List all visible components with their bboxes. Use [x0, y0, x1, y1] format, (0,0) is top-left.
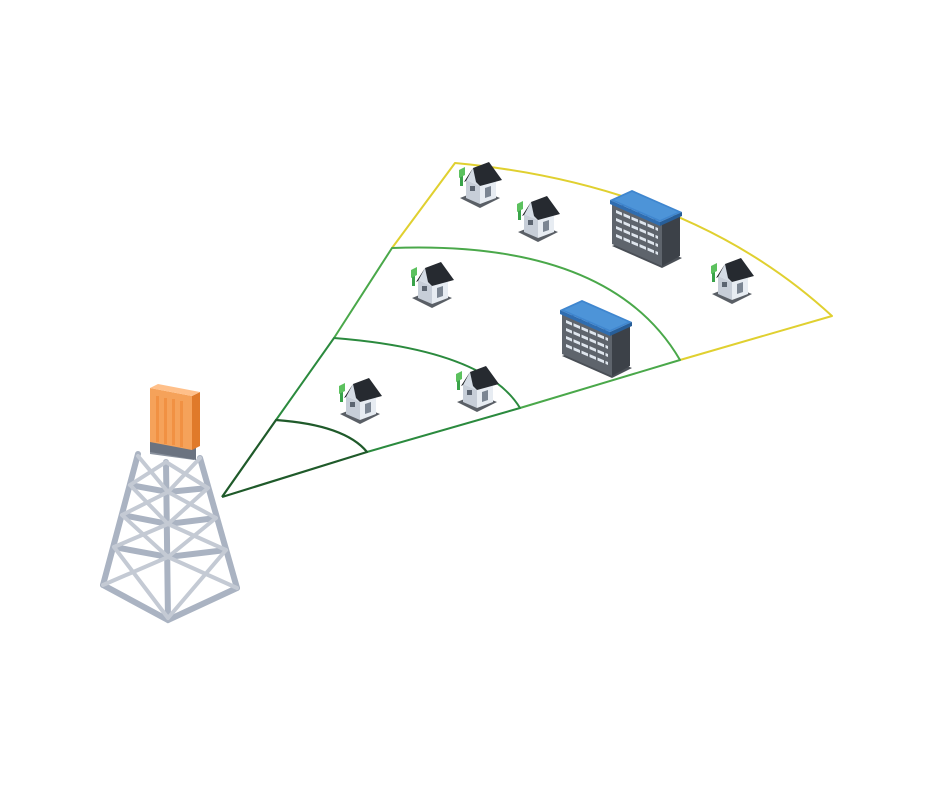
house-cpe-icon	[459, 162, 502, 208]
coverage-ring-3	[333, 246, 681, 409]
coverage-ring-1	[221, 418, 369, 499]
coverage-ring-2	[275, 337, 521, 453]
office-building-icon	[560, 300, 632, 378]
house-cpe-icon	[339, 378, 382, 424]
lattice-tower-icon	[100, 446, 240, 624]
house-cpe-icon	[517, 196, 560, 242]
sector-antenna-icon	[150, 384, 200, 460]
office-building-icon	[610, 190, 682, 268]
house-cpe-icon	[411, 262, 454, 308]
house-cpe-icon	[711, 258, 754, 304]
house-cpe-icon	[456, 366, 499, 412]
